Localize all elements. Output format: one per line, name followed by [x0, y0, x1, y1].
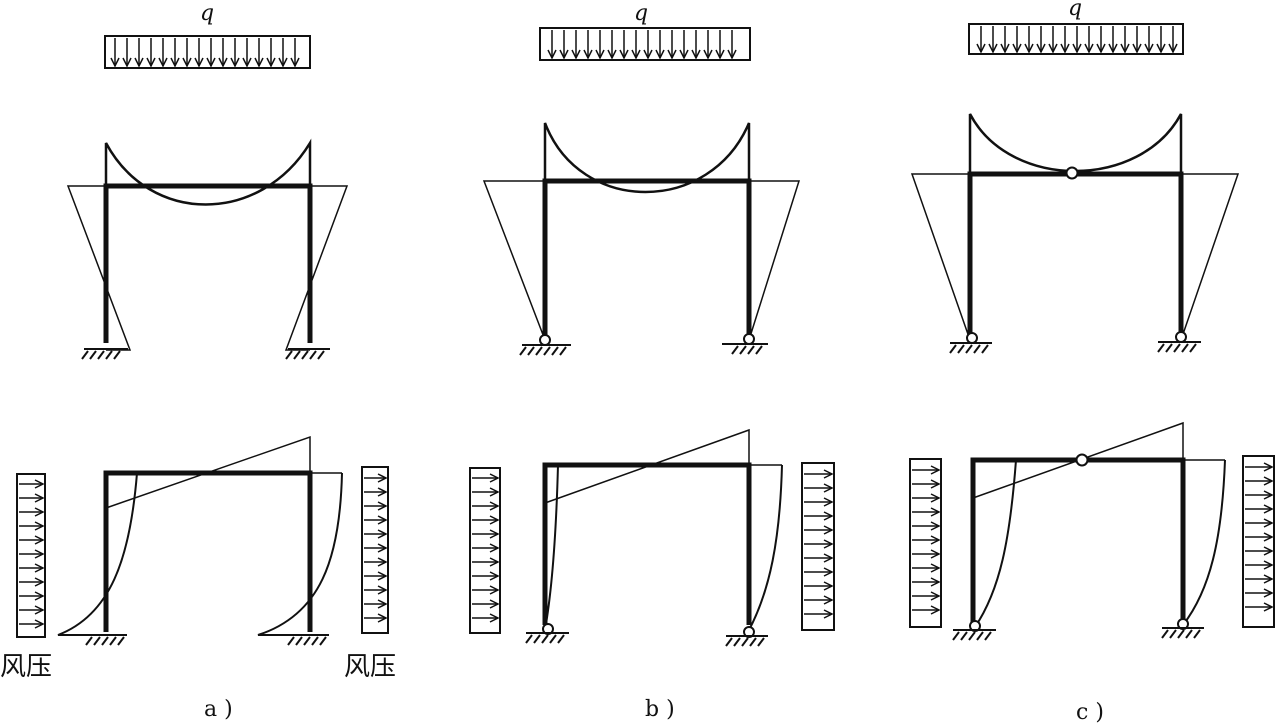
- wind-load-left: [909, 458, 942, 628]
- moment-diagram-beam: [544, 428, 782, 504]
- moment-diagram-beam: [543, 122, 751, 194]
- frame-gravity-b: [482, 122, 801, 356]
- frame-gravity-c: [910, 113, 1240, 354]
- beam-hinge-icon: [1075, 453, 1089, 467]
- pinned-support-icon: [952, 620, 996, 641]
- load-arrows: [547, 30, 737, 60]
- wind-pressure-label-right: 风压: [344, 652, 396, 682]
- frame-gravity-a: [66, 138, 349, 360]
- fixed-support-icon: [287, 634, 329, 646]
- wind-load-left: [16, 473, 46, 638]
- panel-c: q: [909, 0, 1275, 725]
- moment-diagram-columns: [57, 472, 343, 636]
- moment-diagram-columns: [482, 180, 801, 341]
- frame-members: [970, 457, 1186, 622]
- panel-b: q: [469, 1, 835, 722]
- uniform-load-q: [539, 27, 751, 61]
- fixed-support-icon: [285, 348, 330, 360]
- frame-members: [967, 171, 1184, 335]
- frame-wind-b: [525, 428, 783, 647]
- frame-wind-c: [952, 421, 1226, 641]
- load-label-q: q: [1068, 0, 1082, 21]
- frame-members: [103, 183, 313, 343]
- wind-load-right: [1242, 455, 1275, 628]
- load-label-q: q: [634, 1, 648, 26]
- pinned-support-icon: [519, 334, 571, 356]
- pinned-support-icon: [722, 333, 768, 355]
- wind-load-right: [801, 462, 835, 631]
- moment-diagram-columns: [910, 173, 1240, 341]
- pinned-support-icon: [725, 626, 768, 647]
- load-arrows: [110, 38, 300, 68]
- pinned-support-icon: [1157, 331, 1201, 353]
- panel-caption-a: a ): [204, 697, 233, 722]
- load-arrows: [976, 26, 1178, 54]
- moment-diagram-columns: [66, 185, 349, 351]
- panel-a: q: [0, 1, 396, 722]
- wind-load-right: [361, 466, 389, 634]
- moment-diagram-columns: [544, 464, 783, 631]
- pinned-support-icon: [949, 332, 992, 354]
- panel-caption-b: b ): [645, 697, 675, 722]
- fixed-support-icon: [85, 634, 127, 646]
- panel-caption-c: c ): [1076, 700, 1104, 725]
- wind-pressure-label-left: 风压: [0, 652, 52, 682]
- uniform-load-q: [968, 23, 1184, 55]
- fixed-support-icon: [81, 348, 128, 360]
- uniform-load-q: [104, 35, 311, 69]
- frame-members: [542, 178, 752, 335]
- beam-hinge-icon: [1065, 166, 1079, 180]
- load-label-q: q: [200, 1, 214, 26]
- moment-diagram-beam: [968, 113, 1183, 174]
- frame-members: [542, 462, 752, 625]
- moment-diagram-columns: [973, 459, 1226, 628]
- moment-diagram-beam: [105, 435, 342, 509]
- frame-wind-a: [57, 435, 343, 646]
- moment-diagram-beam: [104, 138, 312, 206]
- pinned-support-icon: [525, 623, 569, 644]
- wind-load-left: [469, 467, 501, 634]
- pinned-support-icon: [1161, 618, 1204, 639]
